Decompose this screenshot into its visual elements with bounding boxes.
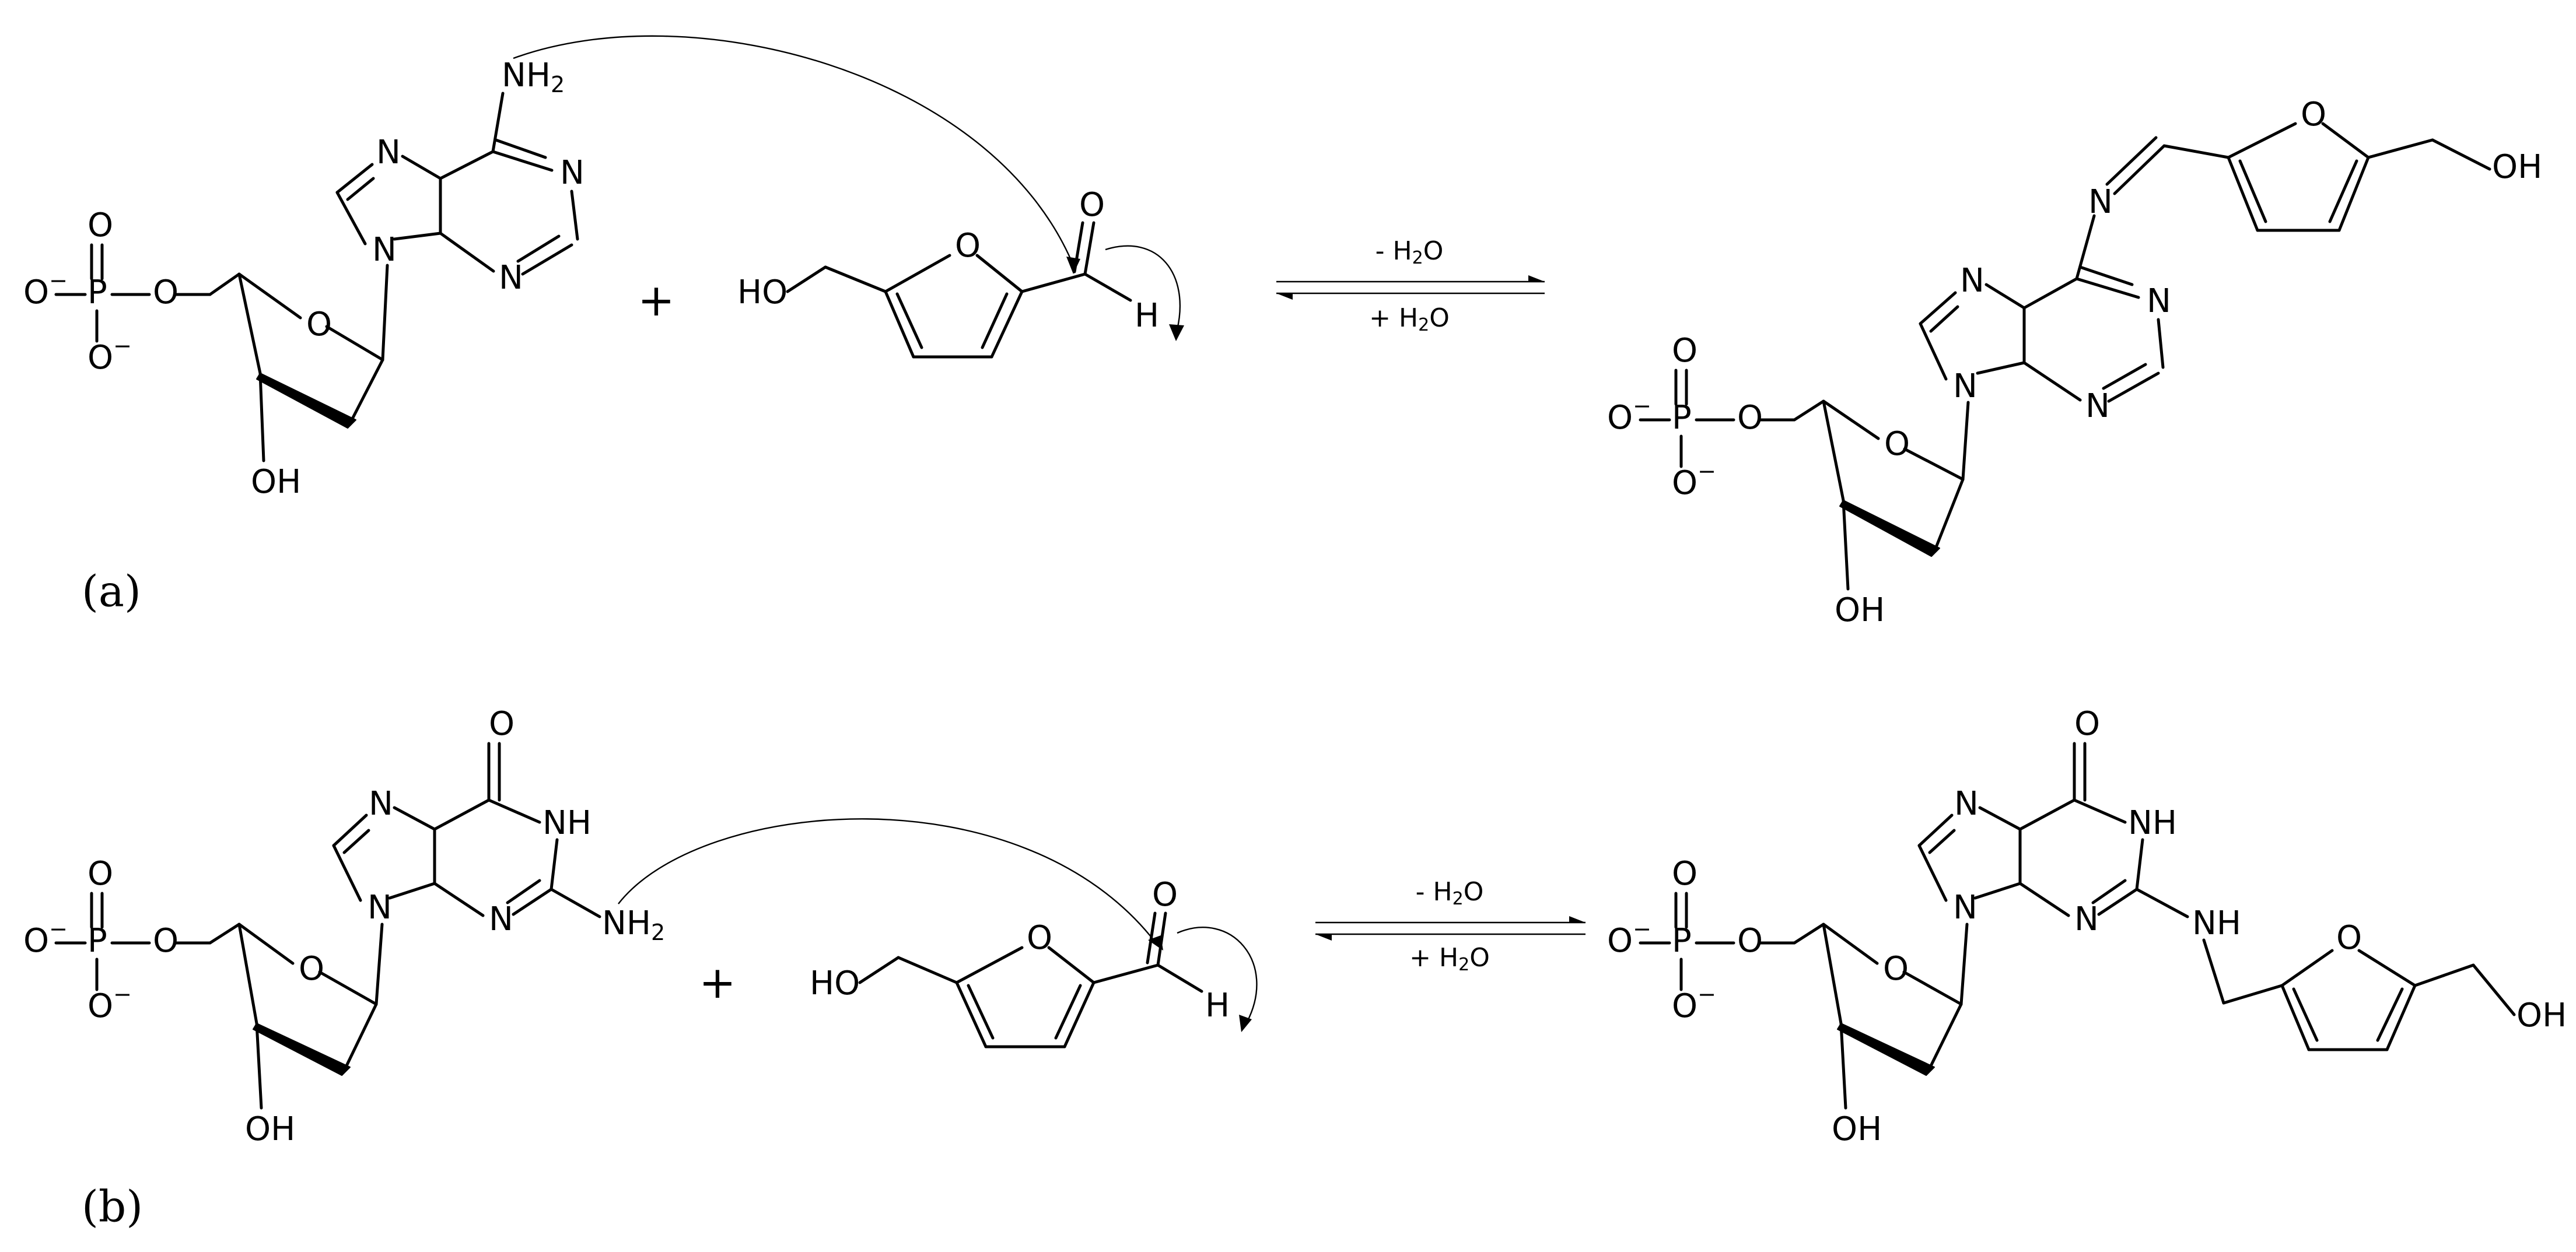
product-b-phosphate-o-left: O− xyxy=(1607,916,1651,960)
product-adenine-n7: N xyxy=(1960,262,1985,300)
guanine-amine: NH2 xyxy=(602,904,665,945)
amine-product: O− P O O− O O OH N N N NH O xyxy=(1607,705,2567,1148)
sugar-ring-o-b: O xyxy=(299,950,324,988)
product-b-ring-nh: NH xyxy=(2128,804,2177,842)
equilibrium-arrows-b: - H2O + H2O xyxy=(1315,877,1586,975)
product-imine-n: N xyxy=(2088,183,2113,221)
product-b-phosphate-o-bottom: O− xyxy=(1672,981,1716,1026)
hmf-ring-o-b: O xyxy=(1027,919,1052,957)
adenine-n1: N xyxy=(560,154,584,192)
sugar-hydroxyl-b: OH xyxy=(245,1110,295,1148)
adenine-n9: N xyxy=(372,231,397,269)
guanine-n9: N xyxy=(368,889,392,927)
imine-product: O− P O O− O O OH N N N N xyxy=(1607,96,2542,629)
phosphate-o-bottom-b: O− xyxy=(88,981,132,1026)
product-adenine-n3: N xyxy=(2085,387,2110,425)
product-b-sugar-ring-o: O xyxy=(1883,950,1909,988)
phosphate-o-ester: O xyxy=(153,273,178,311)
hmf-aldehyde-h-a: H xyxy=(1135,297,1159,335)
hmf-carbonyl-o-a: O xyxy=(1079,186,1105,224)
equilibrium-arrows-a: - H2O + H2O xyxy=(1276,236,1545,335)
hmf-ring-o-a: O xyxy=(955,227,981,265)
forward-condition-b: - H2O xyxy=(1416,877,1484,909)
product-b-phosphate-o-ester: O xyxy=(1737,922,1763,960)
hmf-hydroxyl-b: HO xyxy=(810,965,860,1002)
product-adenine-n1: N xyxy=(2147,282,2171,320)
panel-label-b: (b) xyxy=(82,1181,143,1232)
reverse-condition-b: + H2O xyxy=(1409,943,1490,975)
phosphate-o-top: O xyxy=(88,206,113,244)
hmf-hydroxyl-a: HO xyxy=(737,273,788,311)
panel-b: O− P O O− O O OH N N N NH O xyxy=(23,705,2567,1232)
product-phosphate-o-ester: O xyxy=(1737,399,1763,437)
reverse-condition-a: + H2O xyxy=(1369,303,1450,335)
product-b-guanine-n3: N xyxy=(2074,900,2099,938)
sugar-ring-o: O xyxy=(306,306,332,343)
product-b-hydroxyl: OH xyxy=(2516,997,2567,1034)
product-furan-o: O xyxy=(2301,96,2326,134)
plus-sign-a: + xyxy=(638,274,675,326)
phosphate-o-top-b: O xyxy=(88,855,113,893)
product-b-carbonyl-o: O xyxy=(2074,705,2100,743)
product-sugar-hydroxyl: OH xyxy=(1835,591,1885,629)
product-phosphate-o-top: O xyxy=(1672,332,1698,370)
phosphate-o-bottom: O− xyxy=(88,333,132,377)
product-adenine-n9: N xyxy=(1953,367,1978,405)
panel-a: O− P O O− O O OH N N N N xyxy=(23,35,2542,629)
product-b-guanine-n7: N xyxy=(1954,785,1979,823)
hmf-molecule-b: HO O O H xyxy=(810,876,1258,1048)
product-b-guanine-n9: N xyxy=(1953,889,1978,927)
adenine-n3: N xyxy=(499,259,523,297)
phosphate-o-left-b: O− xyxy=(23,916,68,960)
hmf-aldehyde-h-b: H xyxy=(1205,987,1230,1025)
guanine-n7: N xyxy=(369,785,393,823)
product-sugar-ring-o: O xyxy=(1884,425,1910,463)
hmf-carbonyl-o-b: O xyxy=(1152,876,1178,914)
guanine-n3: N xyxy=(489,900,513,938)
adenine-amine: NH2 xyxy=(502,57,565,97)
product-b-phosphate-o-top: O xyxy=(1672,855,1698,893)
product-hydroxyl: OH xyxy=(2492,148,2542,186)
hmf-molecule-a: HO O O H xyxy=(737,186,1184,359)
adenine-n7: N xyxy=(376,134,401,171)
damp-molecule: O− P O O− O O OH N N N N xyxy=(23,35,1080,501)
guanine-ring-nh: NH xyxy=(542,804,592,842)
phosphate-o-left: O− xyxy=(23,268,68,312)
sugar-hydroxyl: OH xyxy=(251,463,301,501)
dgmp-molecule: O− P O O− O O OH N N N NH O xyxy=(23,705,1163,1148)
forward-condition-a: - H2O xyxy=(1376,236,1444,268)
product-b-amine-nh: NH xyxy=(2192,904,2241,942)
plus-sign-b: + xyxy=(699,956,736,1008)
phosphate-o-ester-b: O xyxy=(153,922,178,960)
product-b-sugar-hydroxyl: OH xyxy=(1832,1110,1882,1148)
product-phosphate-o-left: O− xyxy=(1607,393,1651,437)
guanine-carbonyl-o: O xyxy=(489,705,514,743)
product-phosphate-o-bottom: O− xyxy=(1672,458,1716,503)
panel-label-a: (a) xyxy=(82,566,141,616)
